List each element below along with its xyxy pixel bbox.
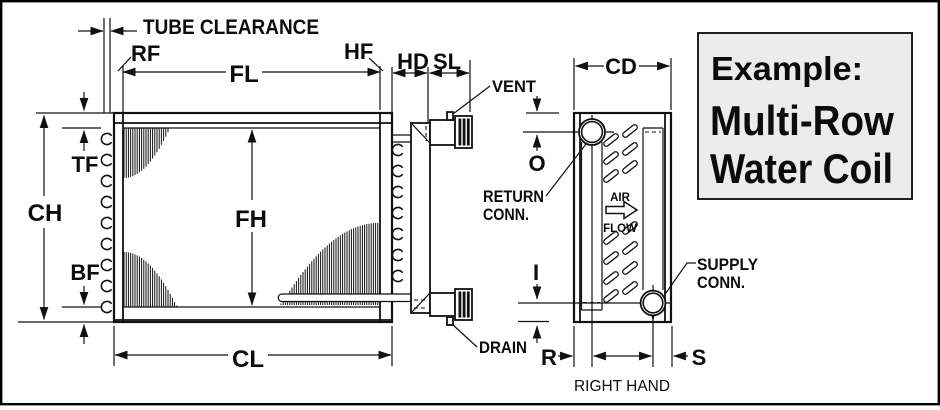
dim-label-sl: SL — [433, 49, 461, 74]
tube-bends-left — [100, 132, 113, 314]
drain-label: DRAIN — [479, 338, 527, 357]
air-flow-arrow-icon: AIR FLOW — [603, 192, 639, 235]
vent-connection — [429, 111, 473, 149]
return-conn-label-line1: RETURN — [483, 187, 544, 206]
dim-label-fl: FL — [229, 61, 258, 88]
dim-label-fh: FH — [235, 206, 267, 233]
dim-label-cd: CD — [605, 54, 637, 79]
supply-connection — [639, 289, 667, 317]
vent-leader — [452, 85, 491, 115]
vent-label: VENT — [492, 77, 537, 96]
right-channel — [642, 127, 664, 290]
tube-row-marks — [603, 124, 638, 303]
dim-label-ch: CH — [28, 200, 63, 227]
drain-leader — [451, 323, 478, 348]
hf-leader — [368, 57, 384, 72]
dim-label-rf: RF — [131, 41, 160, 66]
vent-nub — [446, 111, 454, 121]
dim-label-tube-clearance: TUBE CLEARANCE — [143, 16, 319, 39]
example-box-line1: Example: — [711, 50, 863, 87]
air-label: AIR — [610, 192, 631, 204]
dim-label-tf: TF — [72, 152, 99, 177]
dim-label-hd: HD — [397, 49, 429, 74]
dim-label-r: R — [541, 345, 557, 370]
supply-conn-label-line2: CONN. — [697, 273, 745, 292]
dim-label-o: O — [528, 151, 545, 176]
side-casing — [572, 111, 673, 324]
rf-leader — [117, 56, 132, 72]
hand-caption: RIGHT HAND — [574, 378, 670, 395]
tube-bends-right — [391, 143, 404, 283]
supply-leader — [664, 262, 696, 296]
header-manifold — [410, 122, 431, 314]
example-box: Example: Multi-Row Water Coil — [697, 32, 913, 200]
return-connection — [578, 118, 606, 146]
return-conn-label-line2: CONN. — [483, 205, 529, 224]
side-view: AIR FLOW CD O I R S RETURN CONN. SUPPLY … — [483, 54, 759, 395]
dim-label-i: I — [533, 260, 539, 285]
example-box-line2: Multi-Row — [710, 97, 894, 144]
example-box-line3: Water Coil — [710, 145, 893, 192]
dim-label-s: S — [692, 345, 707, 370]
tube-riser — [103, 18, 111, 113]
front-view: TUBE CLEARANCE RF FL HF HD SL CH TF BF — [18, 16, 537, 373]
dim-label-cl: CL — [232, 346, 264, 373]
coil-casing — [112, 111, 394, 324]
drain-nub — [446, 316, 454, 326]
return-leader — [545, 143, 587, 197]
drain-connection — [429, 288, 473, 326]
flow-label: FLOW — [603, 223, 637, 235]
fin-hatching — [123, 128, 379, 307]
dim-label-hf: HF — [344, 39, 373, 64]
header-stub-top — [392, 134, 411, 143]
dim-label-bf: BF — [70, 260, 99, 285]
bottom-tube — [277, 293, 411, 303]
supply-conn-label-line1: SUPPLY — [697, 255, 759, 274]
